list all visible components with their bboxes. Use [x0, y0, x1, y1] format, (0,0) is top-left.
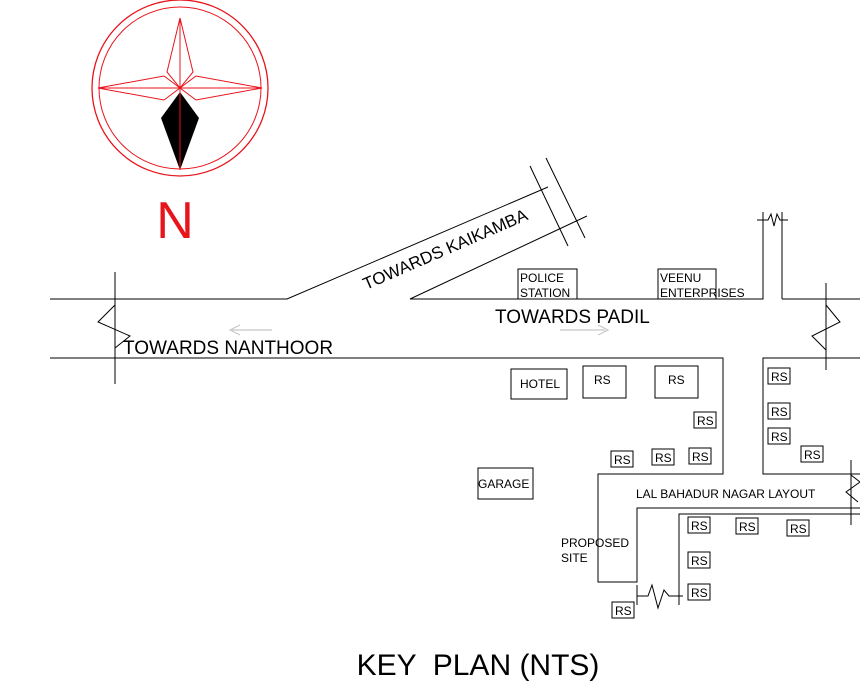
rs-plot: RS	[767, 402, 791, 420]
veenu-label-1: VEENU	[660, 271, 701, 285]
police-station-label-2: STATION	[520, 286, 570, 300]
rs-label: RS	[804, 448, 821, 462]
north-compass	[91, 0, 269, 177]
road-label-padil: TOWARDS PADIL	[495, 307, 650, 328]
rs-plot: RS	[767, 427, 791, 445]
road-label-nanthoor: TOWARDS NANTHOOR	[123, 338, 333, 359]
rs-label: RS	[668, 373, 685, 387]
rs-plots: RS RS RS RS RS RS RS RS RS RS RS RS RS R…	[582, 365, 824, 619]
rs-label: RS	[739, 520, 756, 534]
road-label-kaikamba: TOWARDS KAIKAMBA	[360, 205, 531, 294]
veenu-label-2: ENTERPRISES	[660, 286, 745, 300]
rs-plot: RS	[610, 450, 634, 468]
rs-plot: RS	[611, 601, 635, 619]
rs-label: RS	[771, 430, 788, 444]
rs-plot: RS	[654, 365, 699, 399]
police-station: POLICE STATION	[517, 268, 578, 300]
rs-plot: RS	[767, 367, 791, 385]
plan-title: KEY PLAN (NTS)	[357, 649, 600, 682]
proposed-site: PROPOSED SITE	[561, 536, 629, 565]
rs-label: RS	[615, 604, 632, 618]
rs-plot: RS	[687, 516, 711, 534]
rs-plot: RS	[687, 551, 711, 569]
direction-arrows	[228, 324, 610, 336]
road-lines	[50, 157, 860, 610]
north-label: N	[156, 192, 194, 250]
road-label-layout: LAL BAHADUR NAGAR LAYOUT	[636, 487, 816, 501]
rs-label: RS	[771, 370, 788, 384]
garage-label: GARAGE	[478, 477, 529, 491]
veenu-enterprises: VEENU ENTERPRISES	[657, 268, 745, 300]
hotel-label: HOTEL	[520, 377, 560, 391]
rs-plot: RS	[735, 517, 759, 535]
proposed-site-label-1: PROPOSED	[561, 536, 629, 550]
rs-label: RS	[691, 586, 708, 600]
rs-label: RS	[655, 451, 672, 465]
rs-plot: RS	[693, 411, 717, 429]
rs-plot: RS	[800, 445, 824, 463]
garage: GARAGE	[477, 467, 534, 500]
rs-label: RS	[594, 373, 611, 387]
rs-label: RS	[790, 522, 807, 536]
hotel: HOTEL	[510, 368, 568, 400]
rs-label: RS	[771, 405, 788, 419]
proposed-site-label-2: SITE	[561, 551, 588, 565]
rs-label: RS	[691, 554, 708, 568]
rs-plot: RS	[651, 448, 675, 466]
rs-plot: RS	[687, 583, 711, 601]
rs-plot: RS	[688, 447, 712, 465]
rs-label: RS	[614, 453, 631, 467]
police-station-label-1: POLICE	[520, 271, 564, 285]
rs-label: RS	[692, 450, 709, 464]
rs-plot: RS	[582, 365, 627, 399]
rs-label: RS	[697, 414, 714, 428]
rs-plot: RS	[786, 519, 810, 537]
rs-label: RS	[691, 519, 708, 533]
